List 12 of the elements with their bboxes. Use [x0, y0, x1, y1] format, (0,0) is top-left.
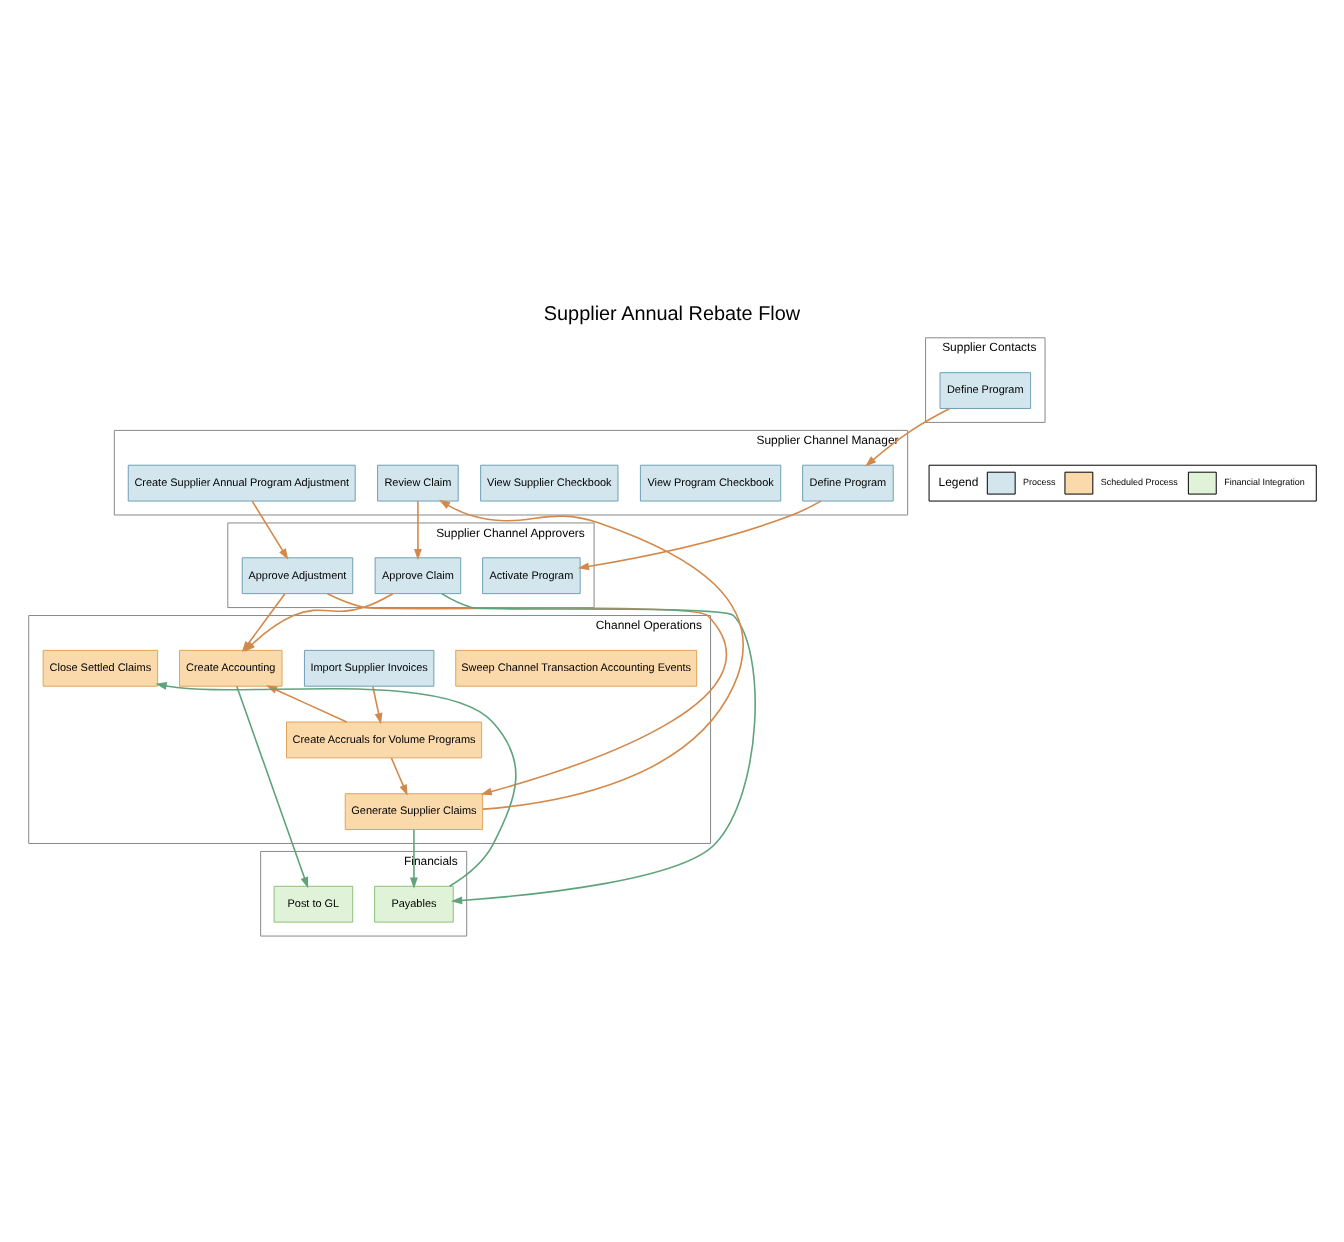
- diagram-title: Supplier Annual Rebate Flow: [543, 302, 801, 325]
- arrow: [244, 591, 394, 651]
- arrow: [326, 591, 728, 795]
- arrow: [865, 406, 951, 466]
- arrow: [390, 756, 408, 795]
- arrow: [438, 498, 745, 809]
- arrow: [410, 827, 418, 888]
- arrow: [577, 499, 822, 570]
- arrow: [440, 591, 756, 904]
- arrow: [372, 684, 383, 724]
- arrow: [414, 499, 422, 560]
- arrow: [251, 499, 289, 559]
